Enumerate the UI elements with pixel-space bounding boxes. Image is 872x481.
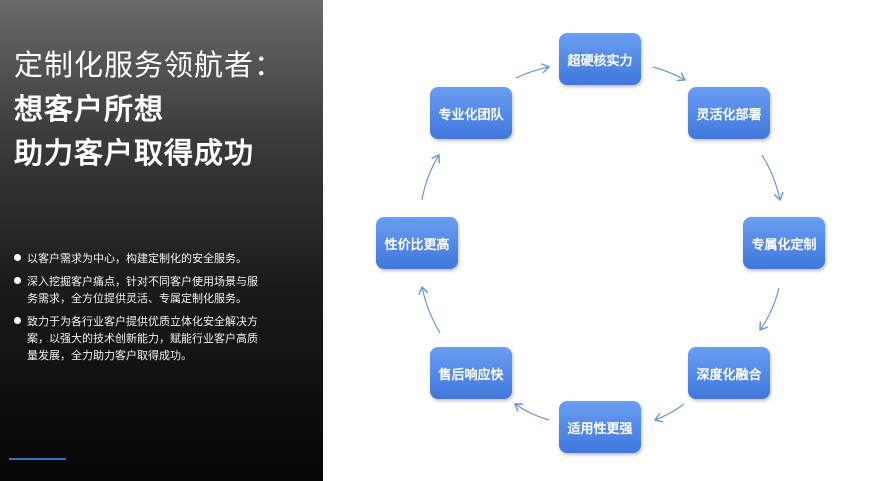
cycle-arrow <box>760 287 780 330</box>
cycle-node: 深度化融合 <box>688 347 770 399</box>
page-subtitle-line1: 想客户所想 <box>14 92 165 126</box>
cycle-node: 性价比更高 <box>376 217 458 269</box>
cycle-arrow <box>761 154 780 200</box>
page-subtitle-line2: 助力客户取得成功 <box>14 136 255 170</box>
page-title: 定制化服务领航者： <box>14 48 285 82</box>
bullet-text: 致力于为各行业客户提供优质立体化安全解决方案，以强大的技术创新能力，赋能行业客户… <box>27 315 258 362</box>
cycle-arrows <box>323 0 872 481</box>
cycle-node: 专业化团队 <box>430 87 512 139</box>
bullet-dot-icon <box>14 254 21 261</box>
cycle-arrow <box>422 287 441 334</box>
accent-divider <box>9 458 66 460</box>
cycle-arrow <box>515 67 549 79</box>
cycle-arrow <box>421 155 439 201</box>
cycle-arrow <box>652 66 685 80</box>
cycle-node: 超硬核实力 <box>559 33 641 85</box>
bullet-list: 以客户需求为中心，构建定制化的安全服务。 深入挖掘客户痛点，针对不同客户使用场景… <box>13 250 268 370</box>
left-panel: 定制化服务领航者： 想客户所想 助力客户取得成功 以客户需求为中心，构建定制化的… <box>0 0 323 481</box>
bullet-item: 致力于为各行业客户提供优质立体化安全解决方案，以强大的技术创新能力，赋能行业客户… <box>13 313 268 364</box>
cycle-diagram: 超硬核实力 灵活化部署 专属化定制 深度化融合 适用性更强 售后响应快 性价比更… <box>323 0 872 481</box>
cycle-node: 专属化定制 <box>743 217 825 269</box>
cycle-node: 灵活化部署 <box>688 87 770 139</box>
bullet-item: 深入挖掘客户痛点，针对不同客户使用场景与服务需求，全方位提供灵活、专属定制化服务… <box>13 273 268 307</box>
cycle-node: 售后响应快 <box>430 347 512 399</box>
bullet-text: 深入挖掘客户痛点，针对不同客户使用场景与服务需求，全方位提供灵活、专属定制化服务… <box>27 275 258 305</box>
bullet-text: 以客户需求为中心，构建定制化的安全服务。 <box>27 252 247 265</box>
cycle-node: 适用性更强 <box>559 401 641 453</box>
bullet-dot-icon <box>14 277 21 284</box>
cycle-arrow <box>515 404 550 421</box>
cycle-arrow <box>655 403 685 420</box>
bullet-dot-icon <box>14 317 21 324</box>
bullet-item: 以客户需求为中心，构建定制化的安全服务。 <box>13 250 268 267</box>
